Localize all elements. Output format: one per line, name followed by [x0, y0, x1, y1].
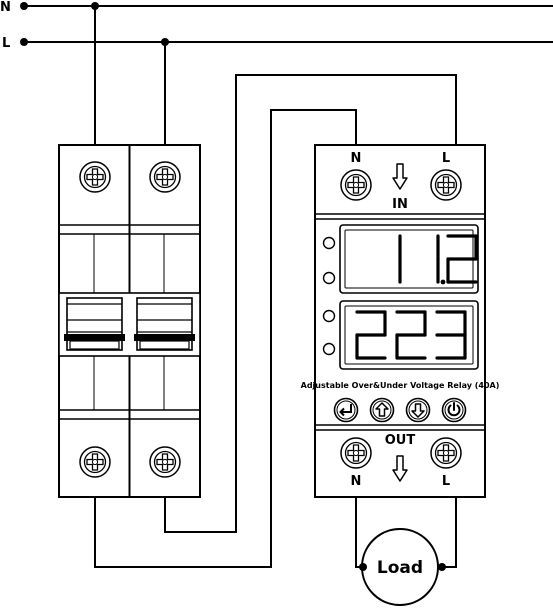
enter-icon [339, 404, 352, 417]
power-button[interactable] [441, 397, 467, 423]
display-digit [395, 310, 427, 360]
decimal-point [440, 279, 446, 285]
neutral-line-label: N [0, 0, 11, 15]
breaker-bottom-right-screw-icon [149, 446, 181, 478]
load-terminal-l [438, 563, 446, 571]
enter-button[interactable] [333, 397, 359, 423]
breaker-handle-right[interactable] [134, 297, 195, 351]
circuit-breaker [58, 144, 201, 498]
relay-out-label: OUT [385, 433, 416, 448]
supply-lines: N L [0, 0, 553, 51]
load-terminal-n [359, 563, 367, 571]
power-icon [447, 402, 461, 417]
down-arrow-icon [411, 403, 425, 418]
breaker-top-left-screw-icon [79, 161, 111, 193]
indicator-led [322, 236, 336, 250]
down-button[interactable] [405, 397, 431, 423]
relay-out-n-screw-icon [340, 437, 372, 469]
load-label: Load [377, 558, 423, 578]
relay-in-l-label: L [442, 151, 450, 166]
load: Load [359, 528, 446, 606]
display-digit [446, 234, 478, 284]
indicator-led [322, 271, 336, 285]
relay-in-n-screw-icon [340, 169, 372, 201]
relay-model-text: Adjustable Over&Under Voltage Relay (40A… [301, 381, 500, 390]
indicator-led [322, 342, 336, 356]
voltage-display-digits [355, 310, 467, 360]
wire-relay-out-l-to-load [442, 497, 457, 568]
up-button[interactable] [369, 397, 395, 423]
wire-relay-out-n-to-load [355, 497, 363, 568]
live-line-label: L [2, 36, 10, 51]
up-arrow-icon [375, 402, 389, 417]
relay-out-l-screw-icon [430, 437, 462, 469]
wire-breaker-live-to-relay [164, 74, 457, 533]
relay-out-l-label: L [442, 474, 450, 489]
relay-in-n-label: N [351, 151, 362, 166]
breaker-top-right-screw-icon [149, 161, 181, 193]
relay-out-n-label: N [351, 474, 362, 489]
current-display-digits [398, 234, 478, 285]
relay-in-label: IN [392, 197, 408, 212]
breaker-bottom-left-screw-icon [79, 446, 111, 478]
display-digit [435, 310, 467, 360]
indicator-led [322, 309, 336, 323]
relay-in-l-screw-icon [430, 169, 462, 201]
wire-breaker-neutral-to-relay [94, 109, 357, 568]
display-digit [355, 310, 387, 360]
voltage-relay: N L IN Adjustable Over&Under Voltage Rel… [301, 144, 500, 498]
breaker-handle-left[interactable] [64, 297, 125, 351]
current-display [339, 224, 479, 294]
